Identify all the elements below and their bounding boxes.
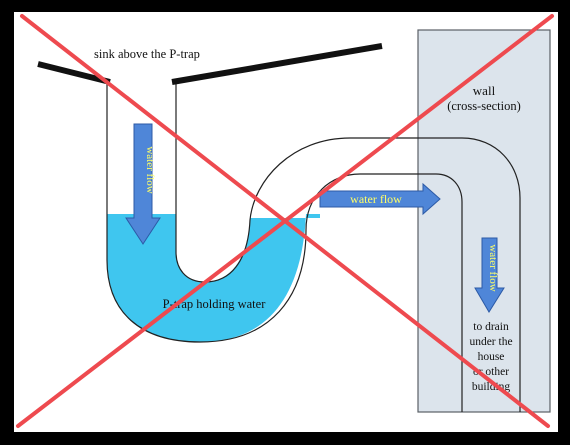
wall-label-line1: wall: [473, 83, 496, 98]
sink-label: sink above the P-trap: [94, 47, 200, 61]
flow-label-right: water flow: [350, 192, 402, 206]
sink-right-edge: [171, 43, 383, 85]
wall-cross-section: [417, 29, 551, 413]
drain-pipe-inner: [418, 173, 463, 412]
drain-label-line2: under the: [469, 336, 512, 348]
trap-label: P-trap holding water: [163, 297, 267, 311]
sink-left-edge: [37, 61, 111, 85]
flow-label-down-left: water flow: [144, 146, 156, 193]
trap-inner-wall: [175, 80, 418, 283]
trap-water: [107, 214, 320, 342]
cross-line-2: [16, 14, 554, 428]
flow-arrow-right: [319, 182, 441, 216]
drain-label-line3: house: [478, 351, 505, 363]
flow-label-down-right: water flow: [487, 244, 499, 291]
drain-label-line1: to drain: [473, 321, 509, 333]
drain-pipe-outer: [418, 137, 521, 412]
flow-arrow-down-right: [474, 237, 505, 313]
flow-arrow-down-left: [125, 123, 161, 245]
wall-label-line2: (cross-section): [447, 99, 521, 113]
